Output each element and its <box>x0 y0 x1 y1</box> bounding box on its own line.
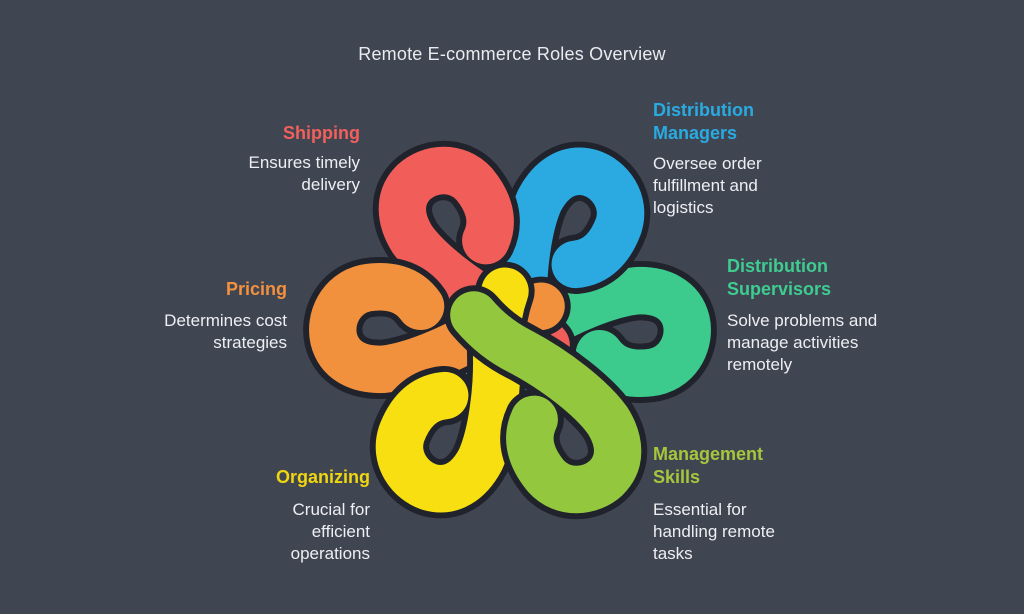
label-management-skills: Management Skills <box>653 444 764 488</box>
label-distribution-managers: Distribution Managers <box>653 100 754 144</box>
label-pricing: Pricing <box>225 279 287 299</box>
page-title: Remote E-commerce Roles Overview <box>358 44 666 64</box>
label-shipping: Shipping <box>283 123 360 143</box>
desc-management-skills: Essential for handling remote tasks <box>653 500 775 564</box>
desc-distribution-managers: Oversee order fulfillment and logistics <box>653 154 762 218</box>
desc-distribution-supervisors: Solve problems and manage activities rem… <box>727 311 878 375</box>
desc-shipping: Ensures timely delivery <box>248 153 360 195</box>
label-distribution-supervisors: Distribution Supervisors <box>727 256 832 300</box>
desc-organizing: Crucial for efficient operations <box>290 500 370 564</box>
label-organizing: Organizing <box>276 467 370 487</box>
desc-pricing: Determines cost strategies <box>164 311 287 353</box>
